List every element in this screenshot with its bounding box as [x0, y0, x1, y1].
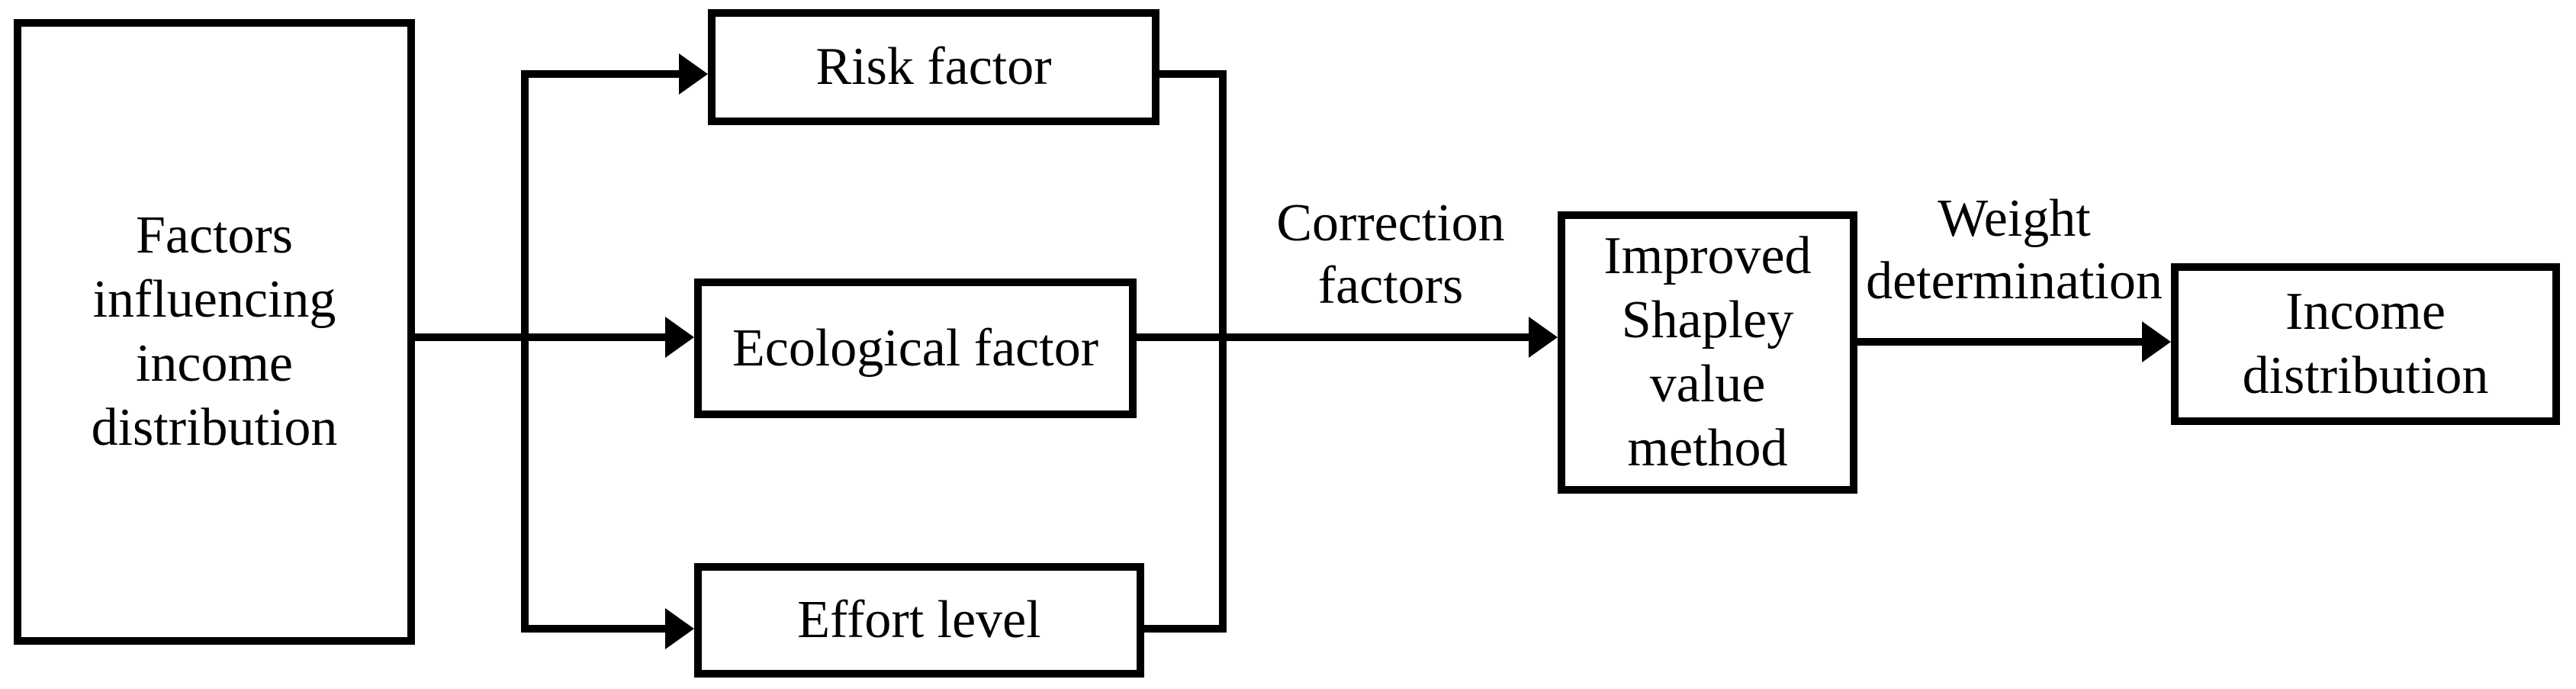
edge-collector-line: [1219, 70, 1227, 633]
edge-splitter-line: [521, 70, 529, 633]
edge-factors-to-risk-line: [525, 70, 681, 78]
to-shapley-arrowhead-icon: [1529, 317, 1558, 358]
edge-factors-trunk-line: [415, 333, 668, 341]
edge-risk-output-line: [1159, 70, 1227, 78]
improved-shapley-value-method-node: Improved Shapley value method: [1558, 211, 1857, 494]
factors-to-ecological-arrowhead-icon: [665, 317, 694, 358]
factors-to-effort-arrowhead-icon: [665, 608, 694, 649]
edge-factors-to-effort-line: [525, 625, 666, 633]
risk-node-label: Risk factor: [815, 37, 1052, 96]
edge-to-shapley-line: [1137, 333, 1530, 341]
factors-influencing-income-distribution-node: Factors influencing income distribution: [14, 19, 415, 645]
risk-factor-node: Risk factor: [708, 9, 1159, 125]
effort-level-node: Effort level: [694, 563, 1144, 678]
income-node-label: Income distribution: [2242, 282, 2489, 405]
effort-node-label: Effort level: [797, 591, 1041, 649]
edge-effort-output-line: [1144, 625, 1227, 633]
factors-node-label: Factors influencing income distribution: [91, 206, 338, 457]
shapley-node-label: Improved Shapley value method: [1603, 227, 1812, 478]
correction-factors-edge-label: Correction factors: [1276, 194, 1505, 315]
income-distribution-node: Income distribution: [2171, 263, 2560, 425]
edge-shapley-to-income-line: [1857, 338, 2146, 346]
ecological-factor-node: Ecological factor: [694, 278, 1137, 418]
weight-determination-edge-label: Weight determination: [1866, 189, 2163, 311]
ecological-node-label: Ecological factor: [732, 318, 1099, 378]
shapley-to-income-arrowhead-icon: [2142, 321, 2171, 362]
factors-to-risk-arrowhead-icon: [679, 53, 708, 95]
